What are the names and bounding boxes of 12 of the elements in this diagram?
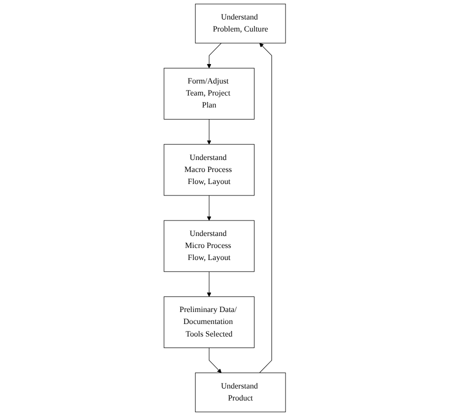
arrow [259,42,272,374]
node-box: Understand Problem, Culture [194,4,286,44]
node-box: Understand Micro Process Flow, Layout [163,220,254,272]
node-box: Preliminary Data/ Documentation Tools Selected [163,296,254,348]
node-box: Understand Product [194,372,286,412]
arrow [206,119,212,145]
node-box: Understand Macro Process Flow, Layout [163,144,254,196]
node-box: Form/Adjust Team, Project Plan [163,68,254,120]
arrow [206,42,222,68]
arrow [206,195,212,221]
arrow [206,271,212,297]
arrow [208,348,222,374]
